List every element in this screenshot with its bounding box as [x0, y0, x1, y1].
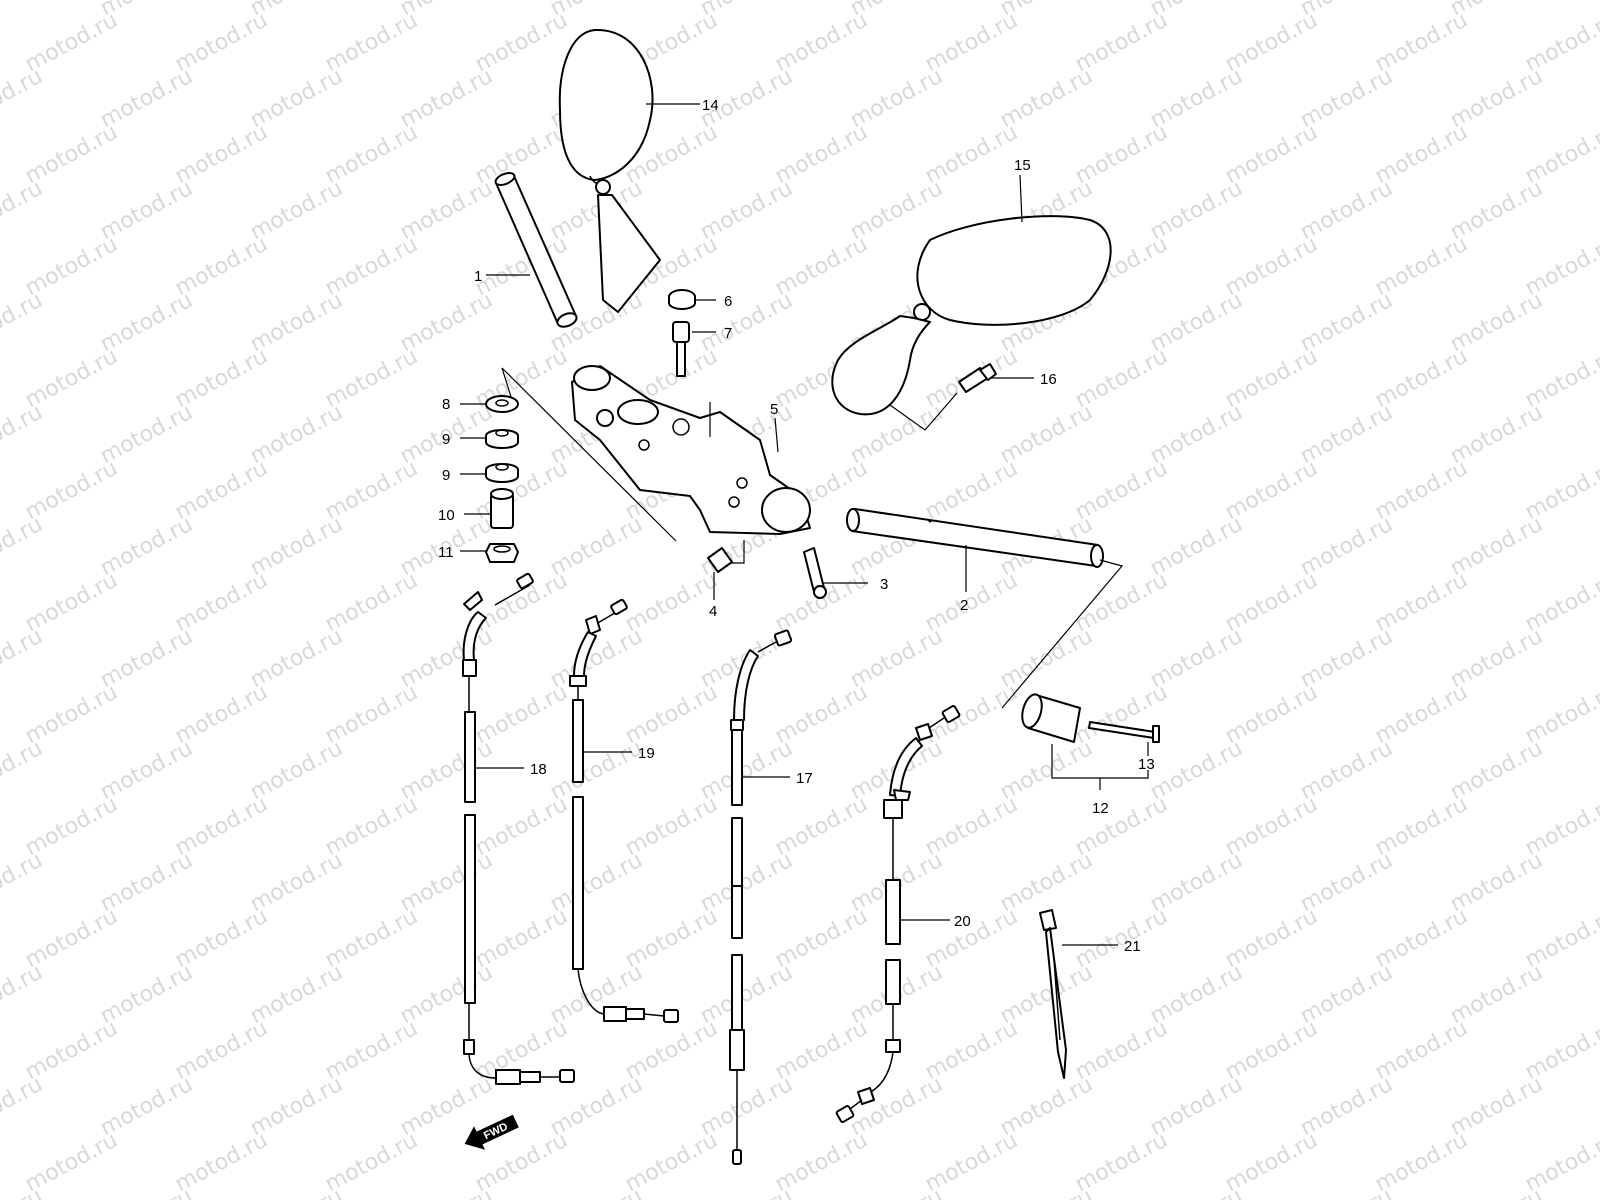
part-1-left-handlebar	[494, 172, 578, 328]
part-20-choke-cable	[835, 705, 961, 1123]
part-7-bolt	[672, 321, 690, 377]
watermark-text: motod.ru	[96, 1184, 197, 1200]
watermark-text: motod.ru	[0, 288, 47, 357]
callout-21: 21	[1124, 938, 1141, 955]
part-11-nut	[485, 543, 519, 563]
watermark-text: motod.ru	[0, 624, 47, 693]
callout-12: 12	[1092, 800, 1109, 817]
watermark-text: motod.ru	[1596, 1072, 1600, 1141]
watermark-text: motod.ru	[0, 64, 47, 133]
watermark-text: motod.ru	[0, 512, 47, 581]
watermark-text: motod.ru	[1446, 1184, 1547, 1200]
callout-1: 1	[474, 268, 482, 285]
part-5-top-bracket	[571, 365, 811, 535]
part-2-right-handlebar	[846, 508, 1104, 568]
watermark-text: motod.ru	[696, 1184, 797, 1200]
watermark-text: motod.ru	[1596, 400, 1600, 469]
callout-7: 7	[724, 325, 732, 342]
part-14-left-mirror	[558, 28, 661, 313]
part-3-screw	[803, 547, 827, 599]
callout-20: 20	[954, 913, 971, 930]
watermark-text: motod.ru	[1596, 512, 1600, 581]
callout-11: 11	[438, 544, 454, 561]
part-9-grommet-lower	[485, 463, 519, 483]
callout-9b: 9	[442, 467, 450, 484]
watermark-text: motod.ru	[0, 1072, 47, 1141]
callout-labels: 1 2 3 4 5 6 7 8 9 9 10 11 12 13 14 15 16…	[438, 97, 1155, 955]
watermark-text: motod.ru	[1596, 1184, 1600, 1200]
callout-17: 17	[796, 770, 813, 787]
watermark-text: motod.ru	[1596, 176, 1600, 245]
part-16-bolt	[958, 363, 997, 393]
callout-9a: 9	[442, 431, 450, 448]
fwd-arrow: FWD	[464, 1114, 519, 1150]
fwd-label: FWD	[482, 1121, 510, 1142]
watermark-text: motod.ru	[546, 1184, 647, 1200]
watermark-text: motod.ru	[0, 960, 47, 1029]
leader-lines	[460, 103, 1149, 946]
callout-8: 8	[442, 396, 450, 413]
callout-15: 15	[1014, 157, 1031, 174]
callout-4: 4	[709, 603, 717, 620]
callout-18: 18	[530, 761, 547, 778]
part-21-cable-tie	[1039, 909, 1067, 1079]
watermark-text: motod.ru	[0, 400, 47, 469]
watermark-text: motod.ru	[246, 1184, 347, 1200]
part-18-throttle-cable	[462, 572, 575, 1085]
callout-19: 19	[638, 745, 655, 762]
watermark-text: motod.ru	[1596, 736, 1600, 805]
watermark-text: motod.ru	[1596, 288, 1600, 357]
part-12-bar-end-weight	[1021, 693, 1160, 743]
part-6-cap	[668, 289, 696, 310]
watermark-text: motod.ru	[0, 848, 47, 917]
watermark-text: motod.ru	[1596, 624, 1600, 693]
callout-5: 5	[770, 401, 778, 418]
part-17-clutch-cable	[729, 629, 793, 1165]
callout-2: 2	[960, 597, 968, 614]
part-9-grommet-upper	[485, 429, 519, 449]
callout-3: 3	[880, 576, 888, 593]
callout-16: 16	[1040, 371, 1057, 388]
watermark-text: motod.ru	[1296, 1184, 1397, 1200]
callout-6: 6	[724, 293, 732, 310]
watermark-text: motod.ru	[0, 0, 47, 21]
part-4-cap	[707, 547, 733, 573]
watermark-text: motod.ru	[0, 736, 47, 805]
part-10-spacer	[490, 488, 514, 529]
watermark-text: motod.ru	[846, 1184, 947, 1200]
callout-13: 13	[1138, 756, 1155, 773]
watermark-text: motod.ru	[1596, 960, 1600, 1029]
watermark-text: motod.ru	[996, 1184, 1097, 1200]
watermark-text: motod.ru	[1596, 848, 1600, 917]
callout-14: 14	[702, 97, 719, 114]
watermark-text: motod.ru	[396, 1184, 497, 1200]
callout-10: 10	[438, 507, 455, 524]
part-19-throttle-cable	[569, 598, 679, 1023]
watermark-text: motod.ru	[1596, 64, 1600, 133]
part-8-washer	[485, 395, 519, 413]
part-15-right-mirror	[831, 215, 1112, 416]
watermark-text: motod.ru	[0, 176, 47, 245]
watermark-text: motod.ru	[1146, 1184, 1247, 1200]
